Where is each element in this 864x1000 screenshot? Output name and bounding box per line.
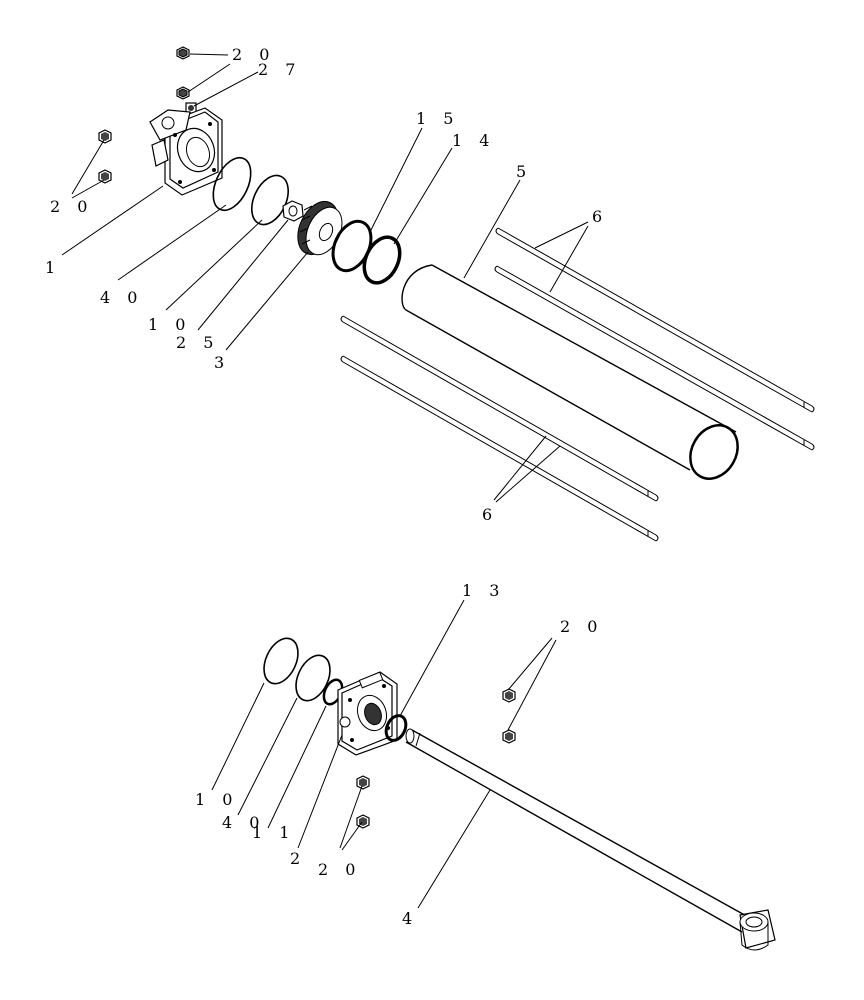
label-ring-40-top: 4 0 (100, 288, 143, 307)
hex-nut-top-2 (176, 86, 190, 100)
label-nut-20-top: 2 0 (232, 45, 275, 64)
cylinder-head-1 (149, 107, 223, 196)
label-nuts-20-left: 2 0 (50, 197, 93, 216)
o-ring-40-bottom (295, 654, 331, 702)
leader-lines-top (61, 53, 589, 503)
hex-nut-top-1 (176, 46, 190, 60)
label-nuts-20-right: 2 0 (560, 617, 603, 636)
o-ring-10-bottom (263, 637, 299, 685)
label-ring-11: 1 1 (252, 823, 295, 842)
piston-rod-4 (405, 728, 776, 951)
label-ring-10-bottom: 1 0 (195, 790, 238, 809)
label-rods-6-bottom: 6 (482, 505, 498, 524)
hex-nut-bottom-1 (356, 775, 370, 790)
label-head-2: 2 (290, 849, 306, 868)
label-ring-14: 1 4 (452, 131, 495, 150)
label-piston-3: 3 (214, 353, 230, 372)
label-ring-10-top: 1 0 (148, 315, 191, 334)
hex-nut-left-1 (98, 129, 112, 144)
hex-nut-right-2 (502, 729, 516, 744)
label-rod-4: 4 (402, 909, 418, 928)
piston-nut-25 (282, 200, 304, 222)
cylinder-head-2 (337, 671, 398, 756)
tie-rod-6-d (340, 355, 659, 542)
tie-rod-6-a (495, 227, 815, 413)
label-head-1: 1 (45, 258, 61, 277)
ring-13 (384, 714, 408, 742)
barrel-5 (401, 264, 739, 480)
label-rods-6-top: 6 (592, 207, 608, 226)
label-nut-25: 2 5 (176, 333, 219, 352)
hex-nut-right-1 (502, 688, 516, 703)
label-ring-13: 1 3 (462, 581, 505, 600)
o-ring-10-top (251, 174, 289, 226)
tie-rod-6-c (340, 315, 659, 502)
label-fitting-27: 2 7 (258, 60, 301, 79)
ring-14 (362, 235, 402, 285)
hex-nut-left-2 (98, 169, 112, 184)
label-nuts-20-bottom: 2 0 (318, 860, 361, 879)
tie-rod-6-b (494, 265, 815, 451)
label-ring-15: 1 5 (416, 109, 459, 128)
label-ring-40-bottom: 4 0 (222, 813, 265, 832)
leader-lines-bottom (211, 599, 557, 909)
label-barrel-5: 5 (516, 162, 532, 181)
